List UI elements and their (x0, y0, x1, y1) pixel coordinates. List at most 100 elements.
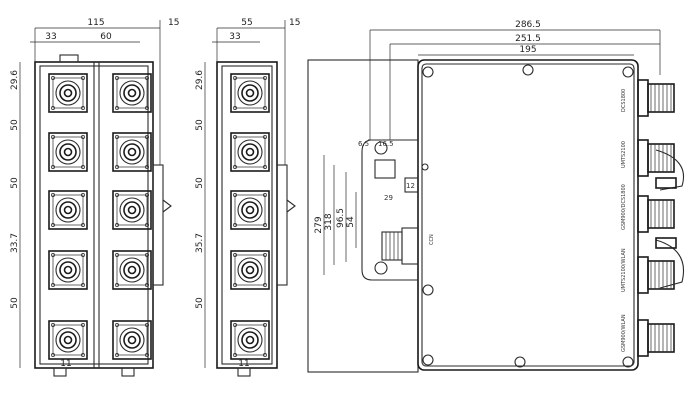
fv2-connector-1-screw-3 (233, 106, 237, 110)
front-view-1-dim-side-1: 29.6 (10, 70, 20, 90)
fv2-connector-3-pin (245, 205, 255, 215)
fv2-connector-4-screw-3 (233, 283, 237, 287)
side-view-port-label-4: UMTS2100/WLAN (621, 248, 627, 292)
fv1-right-connector-3 (112, 190, 152, 230)
fv1-right-connector-5 (112, 320, 152, 360)
side-view-port-label-5: GSM900/WLAN (621, 314, 627, 352)
fv2-connector-1-screw-4 (263, 106, 267, 110)
fv1-right-connector-2-screw-3 (115, 165, 119, 169)
fv1-right-connector-3-flange (112, 190, 152, 230)
fv2-connector-2-flange (230, 132, 270, 172)
front-view-2-break-mark (286, 199, 296, 213)
fv1-left-connector-2-inner (52, 136, 84, 168)
side-view-port-1-body (647, 83, 675, 113)
fv1-left-connector-5-outer-contact (59, 331, 77, 349)
side-view-port-label-1: DCS1800 (621, 89, 627, 112)
fv2-connector-4-screw-2 (263, 253, 267, 257)
fv1-right-connector-2-inner (116, 136, 148, 168)
side-view-bolt-side (421, 163, 429, 171)
fv2-connector-3-ring (237, 197, 263, 223)
side-view-mount-hole-bottom (374, 261, 388, 275)
side-view-dim-top-3: 195 (519, 45, 536, 55)
fv2-connector-4-inner (234, 254, 266, 286)
fv1-left-connector-5-screw-1 (51, 323, 55, 327)
fv2-connector-2-screw-4 (263, 165, 267, 169)
fv1-left-connector-5 (48, 320, 88, 360)
fv1-left-connector-3-screw-1 (51, 193, 55, 197)
fv1-left-connector-5-inner (52, 324, 84, 356)
fv2-connector-1-pin (245, 88, 255, 98)
fv2-connector-5-pin (245, 335, 255, 345)
fv2-connector-3-outer-contact (241, 201, 259, 219)
side-view-dim-left-4: 54 (346, 216, 356, 228)
fv2-connector-4-flange (230, 250, 270, 290)
front-view-2-dim-side-1: 29.6 (195, 70, 205, 90)
fv2-connector-1-screw-1 (233, 76, 237, 80)
fv1-right-connector-4-pin (127, 265, 137, 275)
side-view-bolt-bottom-center (514, 356, 526, 368)
fv1-right-connector-4-ring (119, 257, 145, 283)
side-view-bolt-bottom-right (622, 356, 634, 368)
fv1-right-connector-2 (112, 132, 152, 172)
fv2-connector-4 (230, 250, 270, 290)
fv2-connector-1-outer-contact (241, 84, 259, 102)
side-view-body-inner (421, 63, 635, 367)
fv1-left-connector-3-flange (48, 190, 88, 230)
front-view-2-dim-side-3: 50 (195, 177, 205, 189)
front-view-1-side-flange (152, 164, 164, 286)
fv2-connector-3-inner (234, 194, 266, 226)
side-view-dim-left-3: 96.5 (336, 208, 346, 228)
fv1-left-connector-5-flange (48, 320, 88, 360)
side-view-dim-top-2: 251.5 (515, 34, 541, 44)
fv2-connector-1-ring (237, 80, 263, 106)
fv2-connector-1-flange (230, 73, 270, 113)
fv1-left-connector-2-pin (63, 147, 73, 157)
side-view-bolt-top-right (622, 66, 634, 78)
fv2-connector-2-inner (234, 136, 266, 168)
fv2-connector-4-outer-contact (241, 261, 259, 279)
fv1-right-connector-5-screw-1 (115, 323, 119, 327)
side-view-port-2 (637, 139, 675, 177)
front-view-2: 55 15 33 29.6 50 50 35.7 50 11 (195, 18, 300, 377)
side-view-mount-slot (374, 159, 396, 179)
fv1-left-connector-5-screw-2 (81, 323, 85, 327)
side-view-port-3 (637, 195, 675, 233)
side-view-mount-clip (404, 177, 419, 193)
fv2-connector-3-screw-1 (233, 193, 237, 197)
fv1-left-connector-4-screw-4 (81, 283, 85, 287)
fv1-right-connector-5-screw-4 (145, 353, 149, 357)
front-view-1-dim-left-offset: 33 (45, 32, 56, 42)
fv1-right-connector-2-screw-4 (145, 165, 149, 169)
fv2-connector-5-screw-3 (233, 353, 237, 357)
front-view-2-inner-frame (221, 65, 273, 365)
front-view-1: 115 15 33 60 29.6 50 50 33.7 50 11 (10, 18, 179, 377)
fv1-right-connector-3-screw-1 (115, 193, 119, 197)
front-view-2-dim-bottom: 11 (238, 359, 249, 369)
side-view-port-3-body (647, 199, 675, 229)
fv1-left-connector-2-flange (48, 132, 88, 172)
fv1-left-connector-4-screw-1 (51, 253, 55, 257)
front-view-1-foot-right (121, 367, 135, 377)
fv1-left-connector-1-flange (48, 73, 88, 113)
fv1-left-connector-3-screw-4 (81, 223, 85, 227)
fv2-connector-3-screw-3 (233, 223, 237, 227)
fv1-left-connector-3-screw-3 (51, 223, 55, 227)
side-view-port-4 (637, 256, 675, 294)
side-view-port-1-flange (637, 79, 649, 117)
fv2-connector-1-inner (234, 77, 266, 109)
fv1-left-connector-2-screw-2 (81, 135, 85, 139)
fv1-right-connector-1-flange (112, 73, 152, 113)
side-view-right-clip-2 (655, 239, 684, 289)
side-view-dim-mount-1: 6.5 (358, 140, 369, 148)
side-view-right-latch-1 (655, 177, 677, 189)
fv1-right-connector-3-ring (119, 197, 145, 223)
fv1-right-connector-4-screw-3 (115, 283, 119, 287)
fv1-right-connector-3-inner (116, 194, 148, 226)
fv2-connector-2 (230, 132, 270, 172)
side-view-port-2-body (647, 143, 675, 173)
fv2-connector-2-screw-1 (233, 135, 237, 139)
side-view-port-5-body (647, 323, 675, 353)
fv1-left-connector-1-pin (63, 88, 73, 98)
fv1-right-connector-5-ring (119, 327, 145, 353)
